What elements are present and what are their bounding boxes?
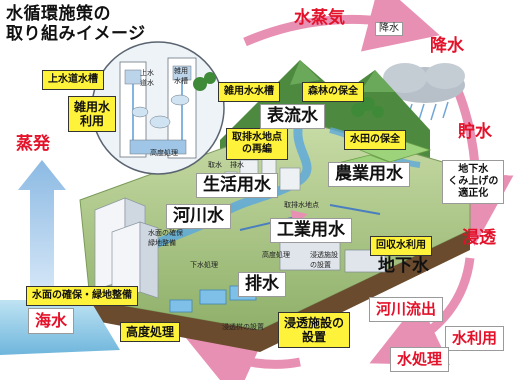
label-paddy-conservation: 水田の保全 (344, 130, 406, 150)
small-advanced-treatment-plant: 高度処理 (262, 251, 290, 259)
label-agricultural-water: 農業用水 (328, 162, 410, 187)
label-storage: 貯水 (458, 122, 492, 142)
label-water-vapor: 水蒸気 (294, 8, 345, 28)
cycle-arrow-bottom (185, 334, 301, 380)
label-waterside-greening: 水面の確保・緑地整備 (26, 286, 138, 306)
label-domestic-water: 生活用水 (196, 173, 278, 198)
small-tank-lower: 雑用 水槽 (174, 67, 188, 85)
title-line-2: 取り組みイメージ (6, 24, 146, 44)
label-evaporation: 蒸発 (16, 134, 50, 154)
small-infiltration-inlet: 浸透桝の設置 (222, 323, 264, 331)
apartment-blocks (94, 197, 159, 301)
label-river-outflow: 河川流出 (369, 297, 444, 322)
cycle-arrow-right-lower (369, 257, 475, 366)
label-river-water: 河川水 (166, 204, 231, 229)
label-water-supply-tank: 上水道水槽 (42, 70, 104, 90)
label-infiltration: 浸透 (462, 228, 496, 248)
river (107, 118, 312, 274)
label-surface-water: 表流水 (260, 104, 325, 129)
evaporation-arrow (18, 160, 66, 290)
label-infiltration-facility: 浸透施設の 設置 (278, 312, 351, 348)
label-snowfall-small: 降水 (375, 22, 403, 36)
label-groundwater-pumping: 地下水 くみ上げの 適正化 (442, 160, 505, 204)
small-infiltration: 浸透施設 の設置 (310, 251, 338, 269)
rain-cloud (383, 63, 465, 121)
label-precipitation: 降水 (430, 36, 464, 56)
small-advanced-treatment: 高度処理 (150, 149, 178, 157)
label-drainage: 排水 (238, 272, 286, 297)
label-recovered-water-use: 回収水利用 (370, 236, 432, 256)
label-water-use: 水利用 (445, 326, 505, 351)
label-gray-water-tank: 雑用水水槽 (218, 82, 280, 102)
small-discharge: 排水 (230, 161, 244, 169)
title-line-1: 水循環施策の (6, 4, 111, 24)
small-intake-point: 取排水地点 (284, 201, 319, 209)
small-sewer: 下水処理 (190, 261, 218, 269)
label-forest-conservation: 森林の保全 (302, 82, 364, 102)
label-groundwater: 地下水 (378, 256, 429, 276)
trees (193, 72, 384, 118)
page-title: 水循環施策の 取り組みイメージ (6, 4, 146, 44)
label-advanced-treatment: 高度処理 (120, 322, 181, 342)
label-industrial-water: 工業用水 (270, 218, 352, 243)
label-water-treatment: 水処理 (390, 347, 450, 372)
small-waterside: 水面の確保 緑地整備 (148, 229, 183, 247)
label-gray-water-use: 雑用水 利用 (68, 96, 117, 132)
small-tank-upper: 上水 道水 (140, 69, 154, 87)
small-intake: 取水 (208, 161, 222, 169)
building-cutaway (91, 41, 225, 175)
label-intake-relocation: 取排水地点 の再編 (226, 128, 288, 160)
label-sea-water: 海水 (28, 308, 75, 334)
